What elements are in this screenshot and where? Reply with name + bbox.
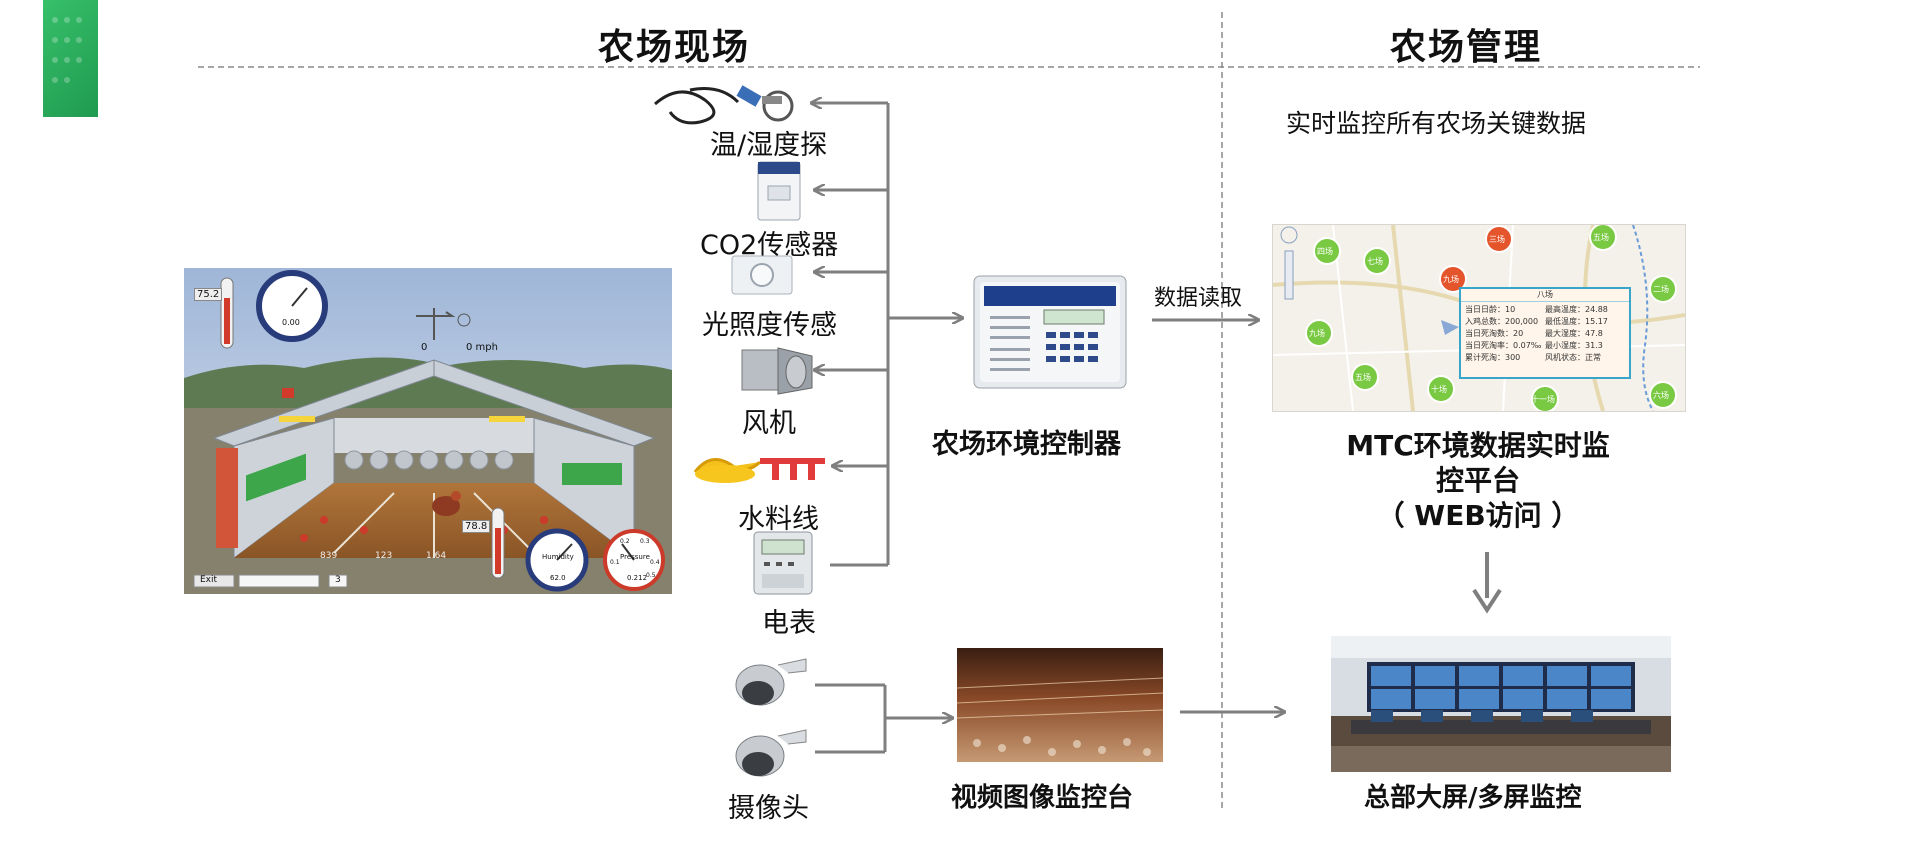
mtc-line-1: MTC环境数据实时监 — [1346, 429, 1610, 462]
poultry-house-simulation: 75.2 78.8 0 mph 0 0.00 839 123 1.64 Humi… — [184, 268, 672, 594]
camera-label: 摄像头 — [728, 793, 809, 824]
popup-cell: 最大湿度：47.8 — [1545, 329, 1603, 338]
hq-monitor-image — [1331, 636, 1671, 772]
popup-cell: 最高温度：24.88 — [1545, 305, 1608, 314]
popup-cell: 当日日龄：10 — [1465, 305, 1516, 314]
popup-cell: 入鸡总数：200,000 — [1465, 317, 1539, 326]
popup-cell: 累计死淘：300 — [1465, 353, 1521, 362]
sensor-label-light: 光照度传感 — [702, 310, 837, 341]
map-pin-label-4[interactable]: 五场 — [1593, 233, 1609, 242]
exit-button[interactable]: Exit — [200, 575, 218, 585]
electric-meter-icon — [753, 531, 813, 595]
popup-cell: 风机状态：正常 — [1545, 353, 1601, 362]
map-pin-label-7[interactable]: 九场 — [1309, 329, 1325, 338]
pressure-tick-3: 0.4 — [650, 559, 660, 566]
pressure-gauge-value: 0.212 — [627, 574, 648, 582]
poultry-house-icon — [184, 268, 672, 594]
co2-sensor-icon — [757, 161, 801, 221]
farm-site-title: 农场现场 — [598, 27, 751, 68]
pressure-gauge-label: Pressure — [620, 553, 650, 561]
popup-title: 八场 — [1461, 289, 1629, 302]
gauge-top-value: 0.00 — [282, 318, 300, 327]
video-monitoring-image — [957, 648, 1163, 762]
camera-icon — [735, 658, 807, 706]
sensor-label-meter: 电表 — [762, 608, 816, 639]
popup-cell: 最小湿度：31.3 — [1545, 341, 1603, 350]
map-pin-label-9[interactable]: 十场 — [1431, 385, 1447, 394]
mtc-line-3: （ WEB访问 ） — [1376, 499, 1580, 532]
popup-cell: 当日死淘率：0.07‰ — [1465, 341, 1542, 350]
data-read-label: 数据读取 — [1154, 286, 1243, 311]
corner-accent — [43, 0, 98, 117]
farm-map-panel: 四场 七场 三场 五场 九场 二场 九场 五场 十场 十一场 六场 八场 当日日… — [1272, 224, 1686, 412]
control-room-photo-icon — [1331, 636, 1671, 772]
water-feed-line-icon — [693, 458, 825, 483]
hq-screen-label: 总部大屏/多屏监控 — [1364, 783, 1582, 813]
sim-readout-1: 839 — [320, 551, 338, 561]
sensor-label-water-feed: 水料线 — [738, 504, 819, 535]
wind-zero-readout: 0 — [421, 342, 428, 353]
dot-pattern-icon — [52, 17, 82, 83]
pressure-tick-4: 0.5 — [646, 572, 656, 579]
video-platform-label: 视频图像监控台 — [951, 783, 1134, 813]
map-pin-label-11[interactable]: 六场 — [1653, 391, 1669, 400]
map-pin-label-3[interactable]: 三场 — [1489, 235, 1505, 244]
fan-icon — [741, 347, 813, 395]
map-pin-label-5[interactable]: 九场 — [1443, 275, 1459, 284]
sensor-label-fan: 风机 — [742, 408, 796, 439]
farm-info-popup: 八场 当日日龄：10 入鸡总数：200,000 当日死淘数：20 当日死淘率：0… — [1459, 287, 1631, 379]
environment-controller-icon — [973, 275, 1127, 389]
poultry-barn-photo-icon — [957, 648, 1163, 762]
sim-readout-2: 123 — [375, 551, 393, 561]
mtc-line-2: 控平台 — [1435, 464, 1520, 497]
wind-speed-readout: 0 mph — [466, 342, 498, 353]
popup-cell: 最低温度：15.17 — [1545, 317, 1608, 326]
mtc-platform-title: MTC环境数据实时监 控平台 （ WEB访问 ） — [1288, 428, 1668, 533]
map-pin-label-1[interactable]: 四场 — [1317, 247, 1333, 256]
temperature-humidity-probe-icon — [654, 85, 794, 125]
map-pin-label-6[interactable]: 二场 — [1653, 285, 1669, 294]
humidity-gauge-label: Humidity — [542, 553, 574, 561]
pressure-tick-1: 0.3 — [640, 538, 650, 545]
map-icon — [1273, 225, 1685, 411]
light-sensor-icon — [731, 255, 793, 295]
humidity-gauge-value: 62.0 — [550, 574, 566, 582]
monitor-subtitle: 实时监控所有农场关键数据 — [1286, 109, 1587, 138]
outside-temp-readout: 75.2 — [194, 288, 223, 301]
controller-label: 农场环境控制器 — [932, 429, 1121, 460]
pressure-tick-2: 0.1 — [610, 559, 620, 566]
map-pin-label-8[interactable]: 五场 — [1355, 373, 1371, 382]
inside-temp-readout: 78.8 — [462, 520, 491, 533]
page-indicator: 3 — [335, 575, 341, 585]
farm-management-title: 农场管理 — [1390, 27, 1543, 68]
pressure-tick-0: 0.2 — [620, 538, 630, 545]
sensor-label-temp-humidity: 温/湿度探 — [710, 130, 828, 161]
map-pin-label-10[interactable]: 十一场 — [1531, 395, 1555, 404]
popup-cell: 当日死淘数：20 — [1465, 329, 1524, 338]
map-pin-label-2[interactable]: 七场 — [1367, 257, 1383, 266]
sim-readout-3: 1.64 — [426, 551, 447, 561]
camera-icon-2 — [735, 729, 807, 777]
